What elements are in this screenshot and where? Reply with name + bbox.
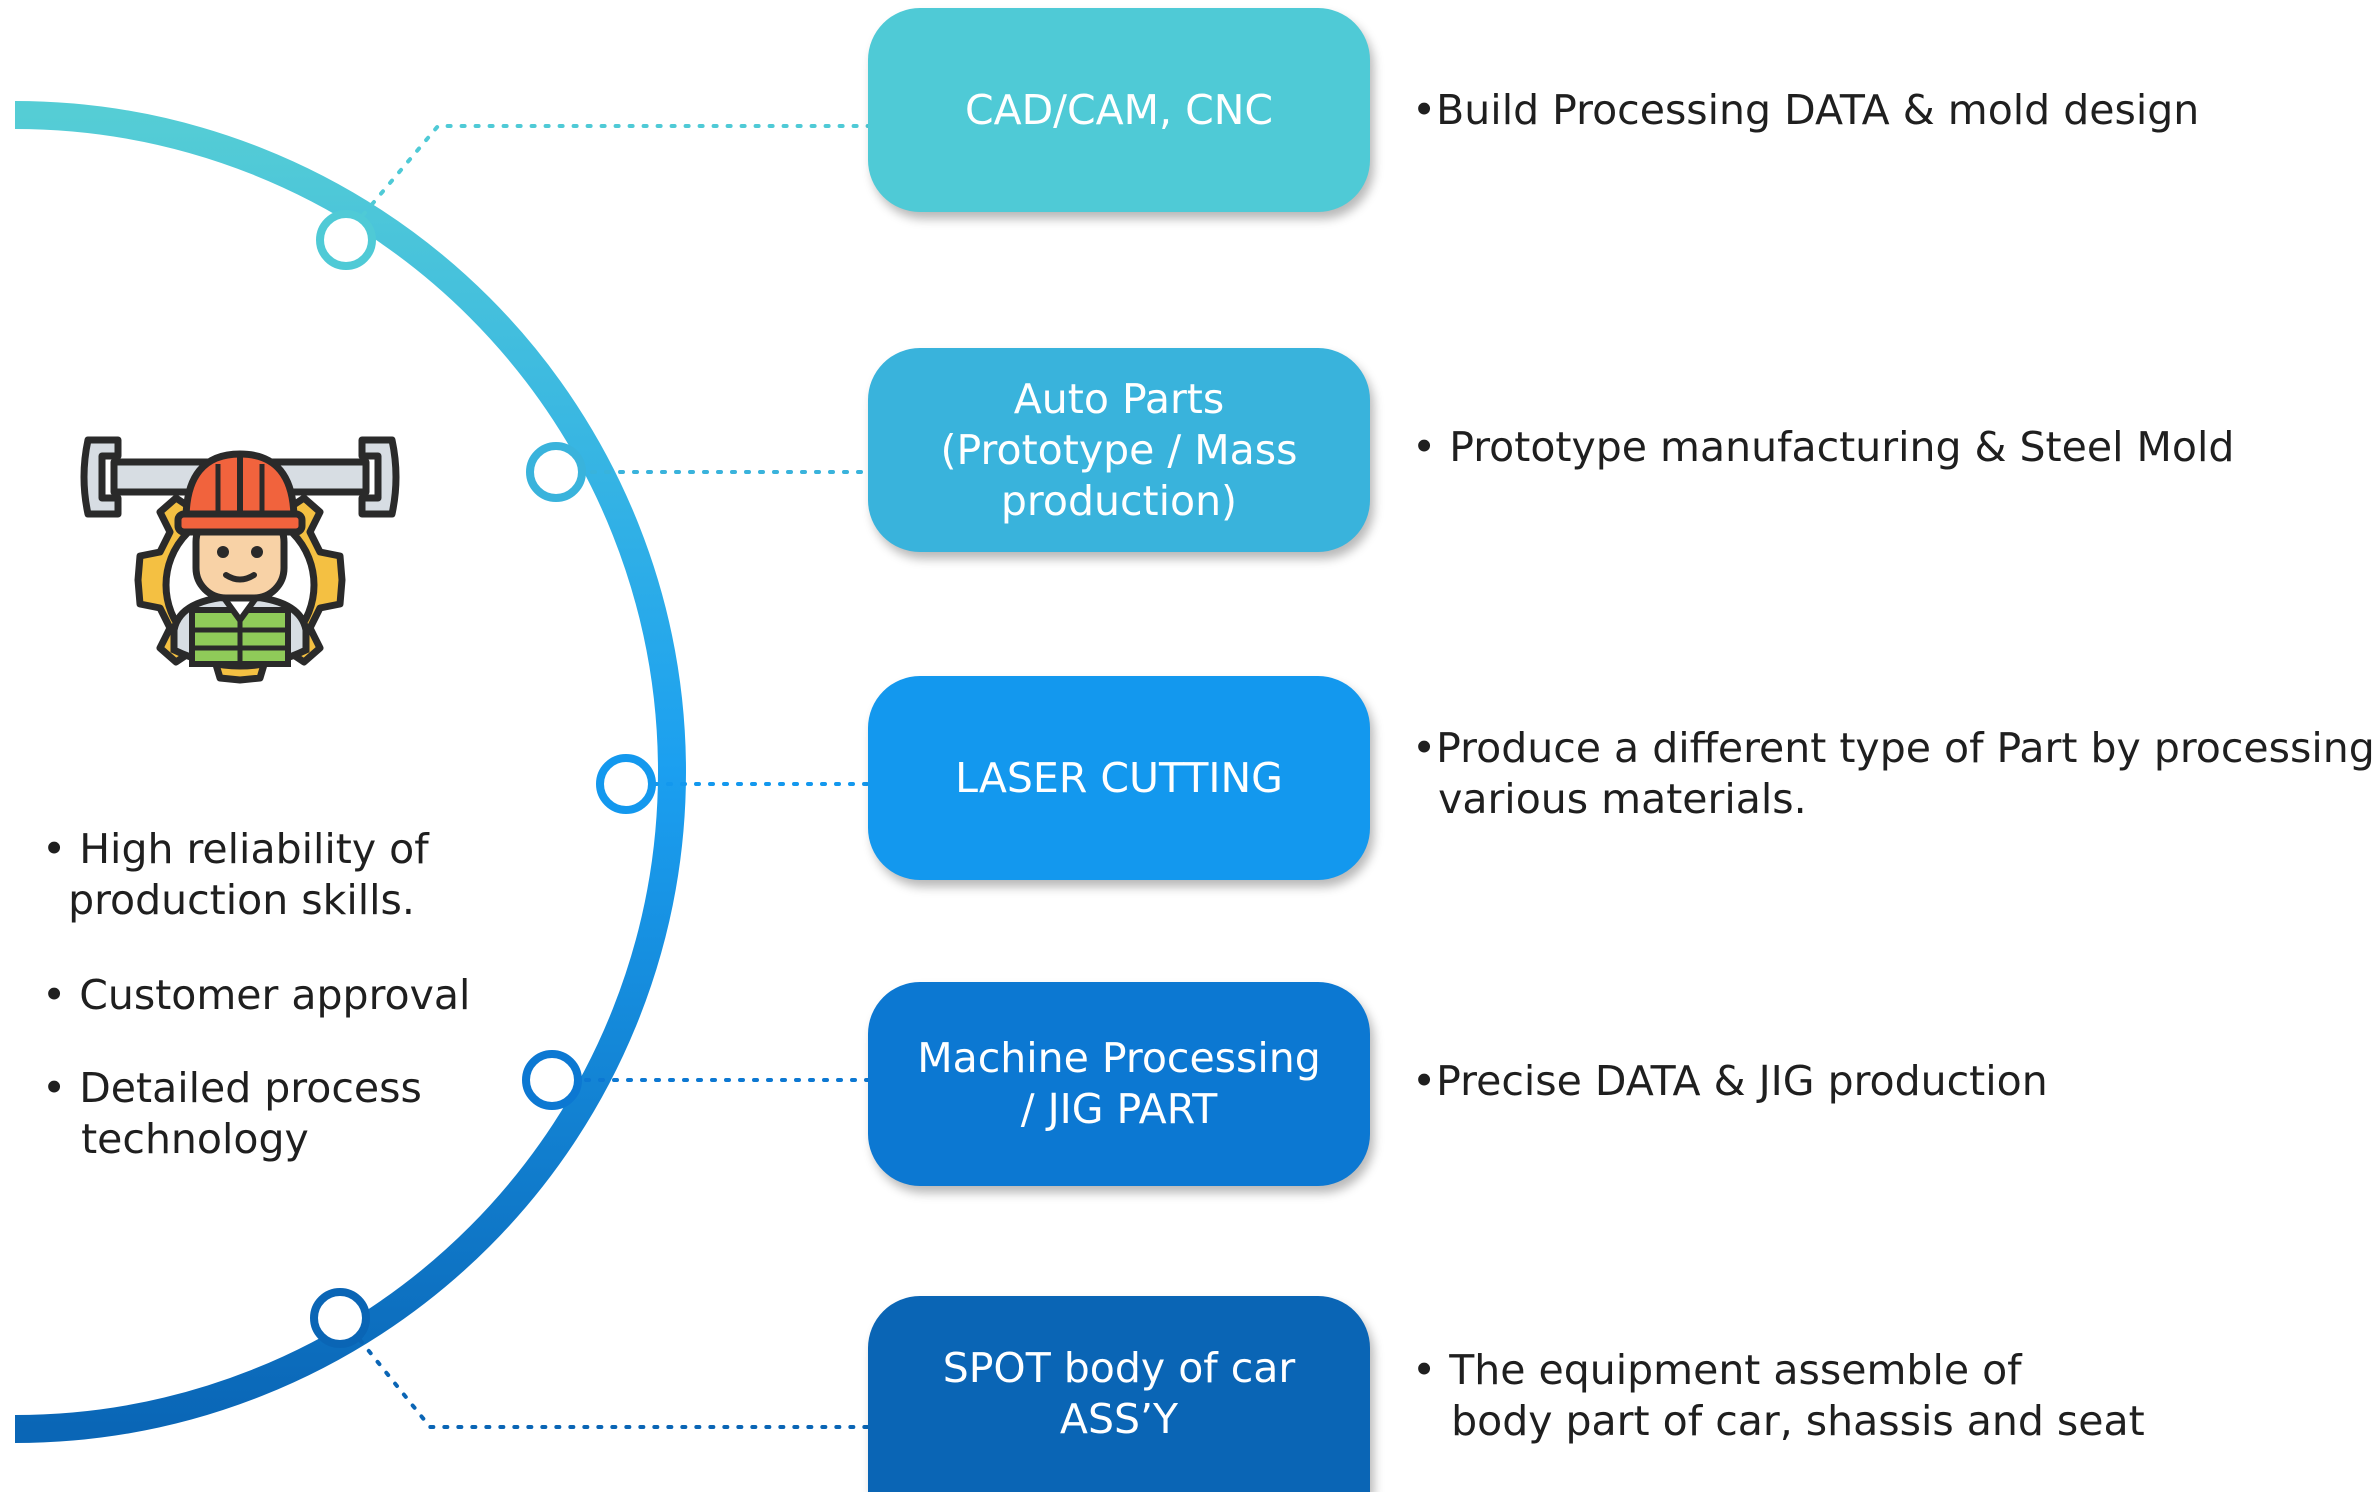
node-circle-5 xyxy=(310,1288,370,1348)
timeline-arc xyxy=(14,101,686,1443)
left-point-reliability: • High reliability of production skills. xyxy=(42,825,429,924)
process-description-4: •Precise DATA & JIG production xyxy=(1412,1057,2048,1105)
process-box-label: SPOT body of car ASS’Y xyxy=(942,1344,1296,1443)
dotted-connector-1 xyxy=(361,124,870,217)
process-description-1: •Build Processing DATA & mold design xyxy=(1412,86,2200,134)
process-description-3: •Produce a different type of Part by pro… xyxy=(1412,724,2372,823)
left-point-customer-approval: • Customer approval xyxy=(42,971,471,1019)
process-box-machine-processing: Machine Processing / JIG PART xyxy=(868,982,1370,1186)
worker-with-wrench-and-gear-icon xyxy=(80,436,400,684)
process-box-label: LASER CUTTING xyxy=(955,753,1283,802)
process-description-2: • Prototype manufacturing & Steel Mold xyxy=(1412,423,2235,471)
node-circle-3 xyxy=(596,754,656,814)
process-box-spot-body: SPOT body of car ASS’Y xyxy=(868,1296,1370,1492)
dotted-connector-5 xyxy=(358,1338,870,1429)
process-box-label: Machine Processing / JIG PART xyxy=(917,1034,1321,1133)
left-point-process-technology: • Detailed process technology xyxy=(42,1064,422,1163)
process-box-laser-cutting: LASER CUTTING xyxy=(868,676,1370,880)
process-description-5: • The equipment assemble of body part of… xyxy=(1412,1346,2145,1445)
node-circle-2 xyxy=(526,442,586,502)
process-box-auto-parts: Auto Parts (Prototype / Mass production) xyxy=(868,348,1370,552)
process-box-cad-cam: CAD/CAM, CNC xyxy=(868,8,1370,212)
node-circle-1 xyxy=(316,210,376,270)
process-box-label: CAD/CAM, CNC xyxy=(964,85,1274,134)
process-box-label: Auto Parts (Prototype / Mass production) xyxy=(940,374,1298,525)
node-circle-4 xyxy=(522,1050,582,1110)
